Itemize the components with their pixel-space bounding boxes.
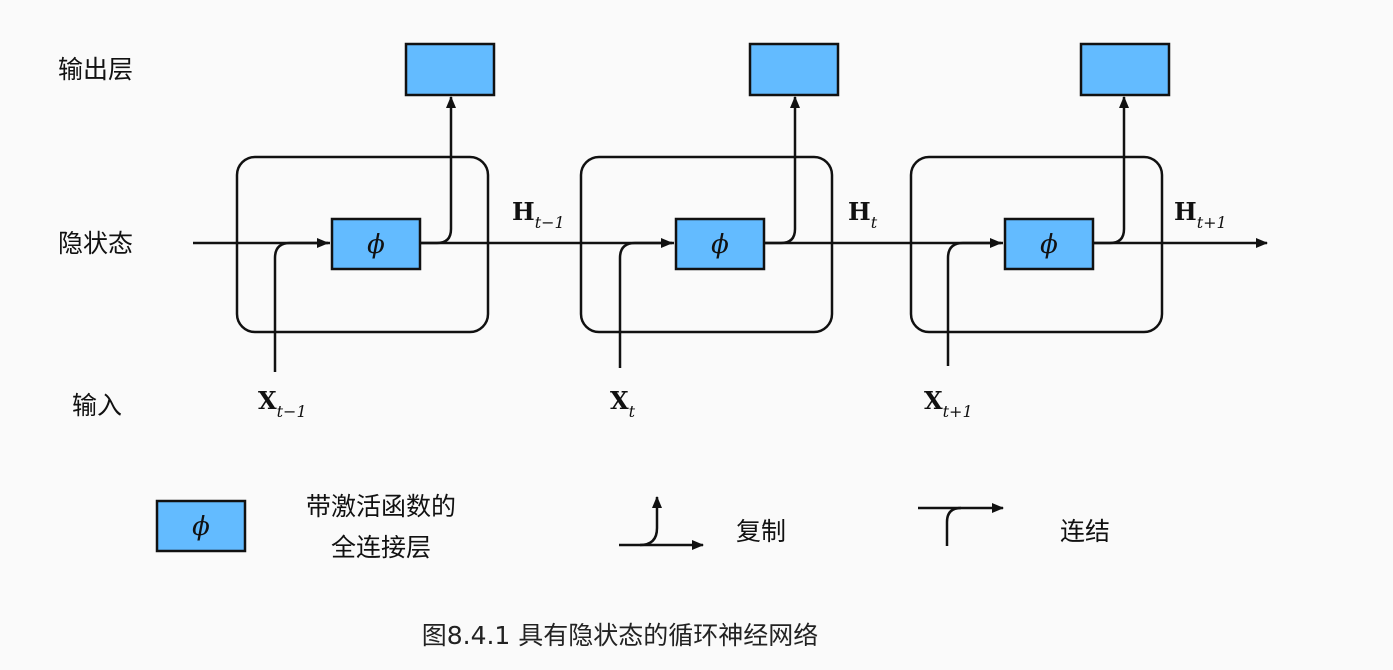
output-box [1079, 42, 1171, 97]
rnn-cell-3: ϕ Ht+1 Xt+1 [909, 42, 1227, 421]
hidden-state-output-label: Ht [848, 197, 878, 232]
legend: ϕ 带激活函数的 全连接层 复制 连结 [155, 492, 1110, 562]
rnn-cell-1: ϕ Ht−1 Xt−1 [235, 42, 565, 421]
legend-fc-label-line2: 全连接层 [331, 533, 431, 562]
input-concat-line [946, 241, 1003, 366]
fc-activation-box [1003, 217, 1095, 271]
input-x-label: Xt [610, 386, 636, 421]
phi-symbol: ϕ [1040, 230, 1058, 260]
legend-concat-arrow [945, 503, 1004, 546]
copy-to-output-arrow [420, 96, 456, 245]
legend-copy-vertical-arrow [639, 496, 662, 547]
output-box [748, 42, 840, 97]
figure-caption: 图8.4.1 具有隐状态的循环神经网络 [422, 621, 819, 650]
copy-to-output-arrow [1093, 96, 1129, 245]
legend-phi-symbol: ϕ [192, 512, 210, 542]
cell-frame [579, 155, 834, 334]
hidden-state-output-label: Ht−1 [512, 197, 565, 232]
input-label: 输入 [72, 391, 122, 420]
input-concat-line [618, 241, 674, 368]
cell-frame [235, 155, 490, 334]
legend-fc-label-line1: 带激活函数的 [306, 492, 456, 521]
input-x-label: Xt−1 [258, 386, 307, 421]
output-layer-label: 输出层 [58, 55, 133, 84]
legend-copy-label: 复制 [736, 517, 786, 546]
phi-symbol: ϕ [711, 230, 729, 260]
input-concat-line [273, 241, 330, 372]
output-box [404, 42, 496, 97]
legend-fc-box [155, 499, 247, 553]
copy-to-output-arrow [764, 96, 800, 245]
rnn-cell-2: ϕ Ht Xt [579, 42, 878, 421]
hidden-state-output-label: Ht+1 [1174, 197, 1227, 232]
input-x-label: Xt+1 [924, 386, 973, 421]
phi-symbol: ϕ [367, 230, 385, 260]
fc-activation-box [674, 217, 766, 271]
hidden-state-label: 隐状态 [58, 229, 133, 258]
fc-activation-box [330, 217, 422, 271]
cell-frame [909, 155, 1164, 334]
legend-concat-label: 连结 [1060, 517, 1110, 546]
